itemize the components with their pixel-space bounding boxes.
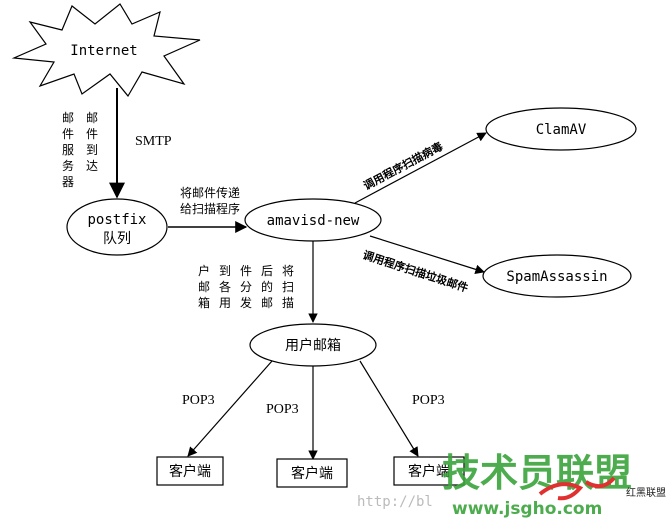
forward-label-line1: 将邮件传递: [180, 185, 240, 200]
deliver-char: 描: [282, 296, 294, 310]
mail-server-char: 器: [62, 175, 74, 189]
watermark-brand: 技术员联盟: [442, 451, 632, 495]
deliver-char: 邮: [261, 296, 273, 310]
pop3-arrow-left: [187, 360, 273, 457]
deliver-char: 各: [219, 279, 231, 294]
clamav-label: ClamAV: [536, 122, 587, 138]
client-label: 客户端: [169, 463, 211, 480]
client-rect: [276, 458, 348, 488]
client-box-1: 客户端: [156, 456, 224, 486]
client-rect: [393, 456, 465, 486]
deliver-char: 发: [240, 295, 252, 310]
postfix-ellipse: [66, 198, 168, 256]
client-box-3: 客户端: [393, 456, 465, 486]
pop3-arrow-right: [359, 360, 419, 457]
pop3-right-label: POP3: [412, 393, 445, 408]
deliver-char: 扫: [282, 280, 294, 294]
user-mailbox-node: 用户邮箱: [249, 323, 377, 367]
watermark: http://bl 技术员联盟 www.jsgho.com 红黑联盟: [357, 451, 666, 519]
mail-arrive-char: 达: [86, 159, 98, 173]
deliver-char: 箱: [198, 295, 210, 310]
postfix-label: postfix: [87, 212, 146, 228]
client-label: 客户端: [291, 465, 333, 482]
antivirus-label: 调用程序扫描病毒: [361, 139, 445, 193]
clamav-ellipse: [485, 107, 637, 151]
deliver-char: 户: [198, 263, 210, 278]
deliver-text-grid: 户 到 件 后 将 邮 各 分 的 扫 箱 用 发 邮 描: [198, 263, 294, 310]
deliver-char: 分: [240, 280, 252, 294]
mail-server-text-col1: 邮 件 服 务 器: [62, 111, 74, 189]
watermark-side: 红黑联盟: [626, 486, 666, 499]
watermark-url: http://bl: [357, 494, 433, 510]
mail-server-char: 件: [62, 127, 74, 141]
postfix-queue-node: postfix 队列: [66, 198, 168, 256]
mail-server-char: 服: [62, 143, 74, 157]
antivirus-arrow: [354, 132, 487, 204]
spamassassin-label: SpamAssassin: [506, 269, 607, 285]
spamassassin-ellipse: [482, 254, 632, 298]
amavisd-label: amavisd-new: [267, 213, 360, 229]
deliver-char: 邮: [198, 280, 210, 294]
amavisd-node: amavisd-new: [244, 198, 382, 242]
deliver-char: 的: [261, 279, 273, 294]
forward-label-line2: 给扫描程序: [180, 201, 240, 216]
watermark-site: www.jsgho.com: [452, 499, 602, 519]
client-rect: [156, 456, 224, 486]
deliver-char: 到: [219, 264, 231, 278]
deliver-char: 件: [240, 264, 252, 278]
mail-arrive-char: 到: [86, 143, 98, 157]
clamav-node: ClamAV: [485, 107, 637, 151]
mail-server-text-col2: 邮 件 到 达: [86, 111, 98, 173]
antispam-arrow: [369, 235, 485, 274]
watermark-logo-mark: [538, 476, 616, 501]
mail-arrive-char: 邮: [86, 111, 98, 125]
internet-node: Internet: [11, 3, 201, 98]
queue-label: 队列: [103, 231, 131, 247]
deliver-char: 用: [219, 296, 231, 310]
deliver-char: 后: [261, 264, 273, 278]
smtp-label: SMTP: [135, 134, 172, 149]
pop3-mid-label: POP3: [266, 402, 299, 417]
spamassassin-node: SpamAssassin: [482, 254, 632, 298]
mail-server-char: 务: [62, 158, 74, 173]
deliver-char: 将: [282, 264, 294, 278]
mail-server-char: 邮: [62, 111, 74, 125]
internet-label: Internet: [70, 43, 137, 59]
mail-arrive-char: 件: [86, 127, 98, 141]
internet-burst-shape: [11, 3, 201, 98]
mailbox-label: 用户邮箱: [285, 337, 341, 354]
antispam-label: 调用程序扫描垃圾邮件: [361, 248, 470, 295]
client-label: 客户端: [408, 463, 450, 480]
pop3-left-label: POP3: [182, 393, 215, 408]
client-box-2: 客户端: [276, 458, 348, 488]
